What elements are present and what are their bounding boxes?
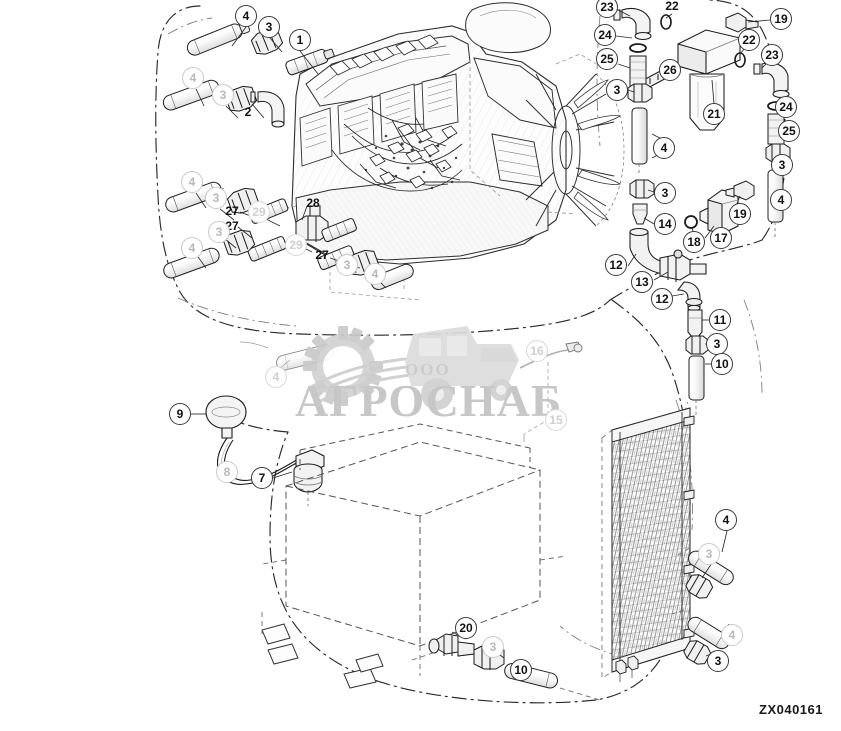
callout-10[interactable]: 10 [510, 659, 532, 681]
callout-15[interactable]: 15 [545, 409, 567, 431]
callout-24[interactable]: 24 [775, 96, 797, 118]
callout-17[interactable]: 17 [710, 227, 732, 249]
callout-3[interactable]: 3 [698, 543, 720, 565]
callout-4[interactable]: 4 [770, 189, 792, 211]
callout-22[interactable]: 22 [665, 0, 679, 13]
callout-24[interactable]: 24 [594, 24, 616, 46]
callout-3[interactable]: 3 [606, 79, 628, 101]
callout-4[interactable]: 4 [182, 67, 204, 89]
callout-13[interactable]: 13 [631, 271, 653, 293]
engine-block [267, 2, 625, 301]
callout-4[interactable]: 4 [181, 171, 203, 193]
callout-1[interactable]: 1 [289, 29, 311, 51]
callout-9[interactable]: 9 [169, 403, 191, 425]
primer-assembly [191, 395, 325, 506]
mid-left-hose [239, 341, 334, 371]
callout-12[interactable]: 12 [651, 288, 673, 310]
callout-7[interactable]: 7 [251, 467, 273, 489]
callout-16[interactable]: 16 [526, 340, 548, 362]
callout-4[interactable]: 4 [721, 624, 743, 646]
fuel-tank-solid [261, 623, 384, 689]
callout-23[interactable]: 23 [596, 0, 618, 18]
callout-3[interactable]: 3 [707, 650, 729, 672]
fuel-filter-assembly [613, 7, 791, 240]
right-vertical-stack [685, 298, 711, 416]
callout-19[interactable]: 19 [770, 8, 792, 30]
callout-11[interactable]: 11 [709, 309, 731, 331]
callout-25[interactable]: 25 [778, 120, 800, 142]
oil-cooler [601, 407, 734, 682]
callout-4[interactable]: 4 [653, 137, 675, 159]
callout-3[interactable]: 3 [336, 254, 358, 276]
callout-10[interactable]: 10 [711, 353, 733, 375]
callout-4[interactable]: 4 [235, 5, 257, 27]
callout-3[interactable]: 3 [482, 636, 504, 658]
callout-25[interactable]: 25 [596, 48, 618, 70]
callout-3[interactable]: 3 [654, 182, 676, 204]
fuel-tank [285, 423, 541, 647]
callout-4[interactable]: 4 [181, 237, 203, 259]
callout-3[interactable]: 3 [212, 84, 234, 106]
callout-14[interactable]: 14 [654, 213, 676, 235]
callout-29[interactable]: 29 [285, 234, 307, 256]
callout-27[interactable]: 27 [315, 248, 329, 262]
callout-20[interactable]: 20 [455, 617, 477, 639]
callout-29[interactable]: 29 [248, 201, 270, 223]
mid-right-assembly [627, 179, 755, 312]
tank-outlet-assembly [411, 631, 601, 701]
callout-4[interactable]: 4 [364, 263, 386, 285]
callout-23[interactable]: 23 [761, 44, 783, 66]
callout-3[interactable]: 3 [258, 16, 280, 38]
callout-8[interactable]: 8 [216, 461, 238, 483]
callout-4[interactable]: 4 [265, 366, 287, 388]
callout-3[interactable]: 3 [205, 187, 227, 209]
left-hose-assemblies [162, 21, 414, 291]
callout-27[interactable]: 27 [225, 204, 239, 218]
callout-18[interactable]: 18 [683, 231, 705, 253]
callout-3[interactable]: 3 [208, 221, 230, 243]
callout-22[interactable]: 22 [738, 29, 760, 51]
callout-12[interactable]: 12 [605, 254, 627, 276]
callout-28[interactable]: 28 [306, 196, 320, 210]
callout-2[interactable]: 2 [244, 105, 252, 119]
callout-3[interactable]: 3 [706, 333, 728, 355]
callout-21[interactable]: 21 [703, 103, 725, 125]
part-code-label: ZX040161 [759, 702, 823, 717]
callout-3[interactable]: 3 [771, 154, 793, 176]
callout-19[interactable]: 19 [729, 203, 751, 225]
callout-26[interactable]: 26 [659, 59, 681, 81]
callout-4[interactable]: 4 [715, 509, 737, 531]
